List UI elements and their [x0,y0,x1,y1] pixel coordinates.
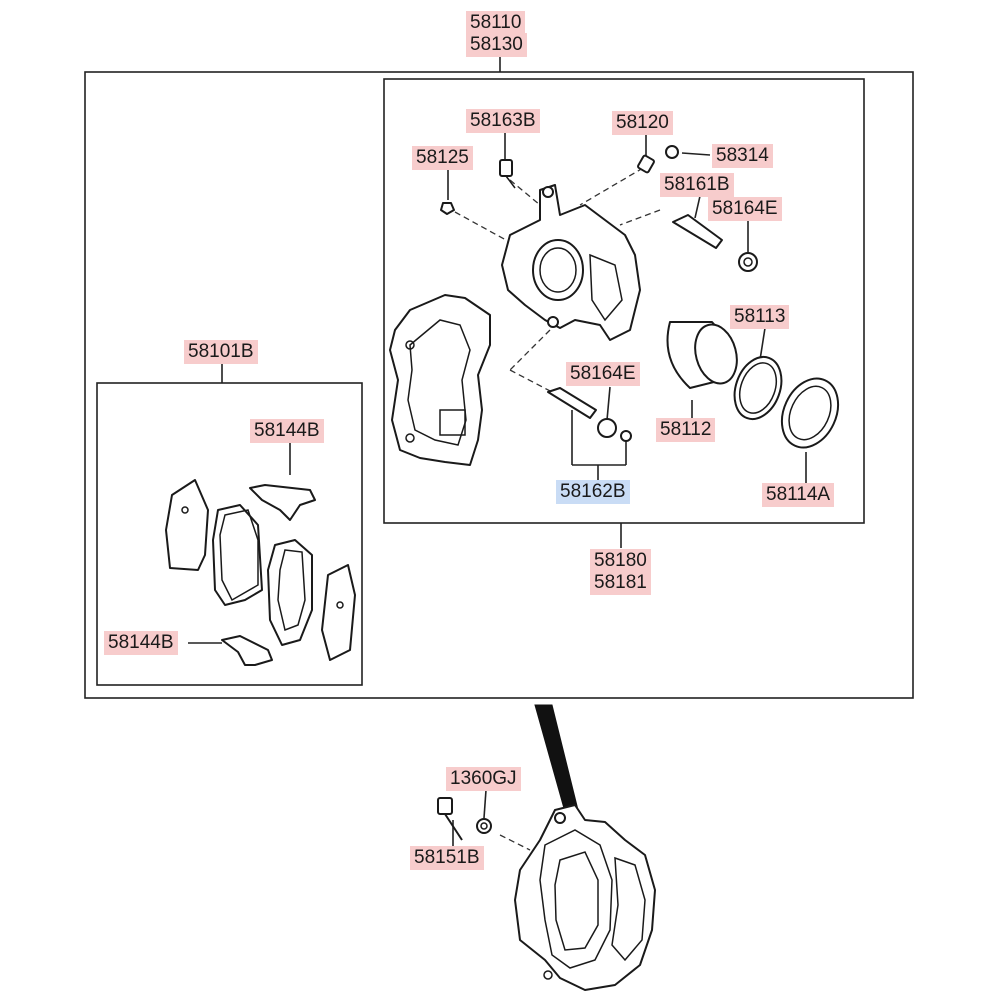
bleeder-and-bolts [440,145,758,272]
label-58125[interactable]: 58125 [412,146,473,170]
pad-clips [221,484,316,666]
mounting-bolt-washer [437,797,492,841]
leader-lines [188,56,807,846]
caliper-kit-frame [383,78,865,524]
assembled-caliper [514,804,656,991]
label-58181[interactable]: 58181 [590,571,651,595]
caliper-bracket [389,294,491,466]
label-58151B[interactable]: 58151B [410,846,484,870]
label-58130[interactable]: 58130 [466,33,527,57]
guide-pin-set [547,387,632,442]
label-58113[interactable]: 58113 [730,305,790,329]
caliper-housing [501,184,641,341]
label-58163B[interactable]: 58163B [466,109,540,133]
label-58164E-top[interactable]: 58164E [708,197,782,221]
brake-pads [165,479,356,661]
piston-seal-boot [666,321,840,449]
label-58161B[interactable]: 58161B [660,173,734,197]
assembly-arrow [534,704,579,813]
label-58110[interactable]: 58110 [466,11,526,35]
pad-kit-frame [96,382,363,686]
label-58120[interactable]: 58120 [612,111,673,135]
label-1360GJ[interactable]: 1360GJ [446,767,521,791]
label-58162B[interactable]: 58162B [556,480,630,504]
label-58144B-top[interactable]: 58144B [250,419,324,443]
label-58114A[interactable]: 58114A [762,483,835,507]
label-58112[interactable]: 58112 [656,418,716,442]
main-assembly-frame [84,71,914,699]
label-58180[interactable]: 58180 [590,549,651,573]
label-58101B[interactable]: 58101B [184,340,258,364]
assembly-dash-lines [454,167,661,851]
label-58314[interactable]: 58314 [712,144,773,168]
label-58144B-bottom[interactable]: 58144B [104,631,178,655]
label-58164E-mid[interactable]: 58164E [566,362,640,386]
